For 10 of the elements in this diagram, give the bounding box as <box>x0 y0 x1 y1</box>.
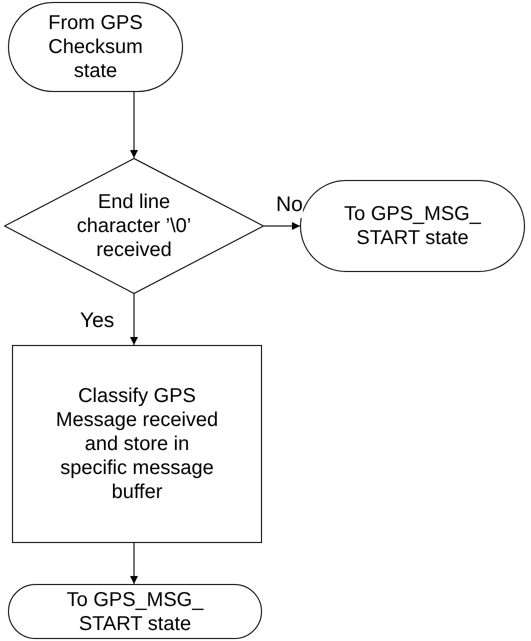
arrow <box>130 92 138 158</box>
arrow <box>130 294 138 346</box>
node-text: From GPS Checksum state <box>47 11 144 83</box>
arrow <box>264 222 300 230</box>
node-text: Classify GPS Message received and store in specific message buffer <box>54 384 220 504</box>
node-text: To GPS_MSG_ START state <box>343 202 482 250</box>
arrow <box>130 542 138 584</box>
process-box <box>12 345 262 543</box>
node-text: To GPS_MSG_ START state <box>66 588 205 636</box>
node-text: End line character ’\0’ received <box>76 190 192 262</box>
